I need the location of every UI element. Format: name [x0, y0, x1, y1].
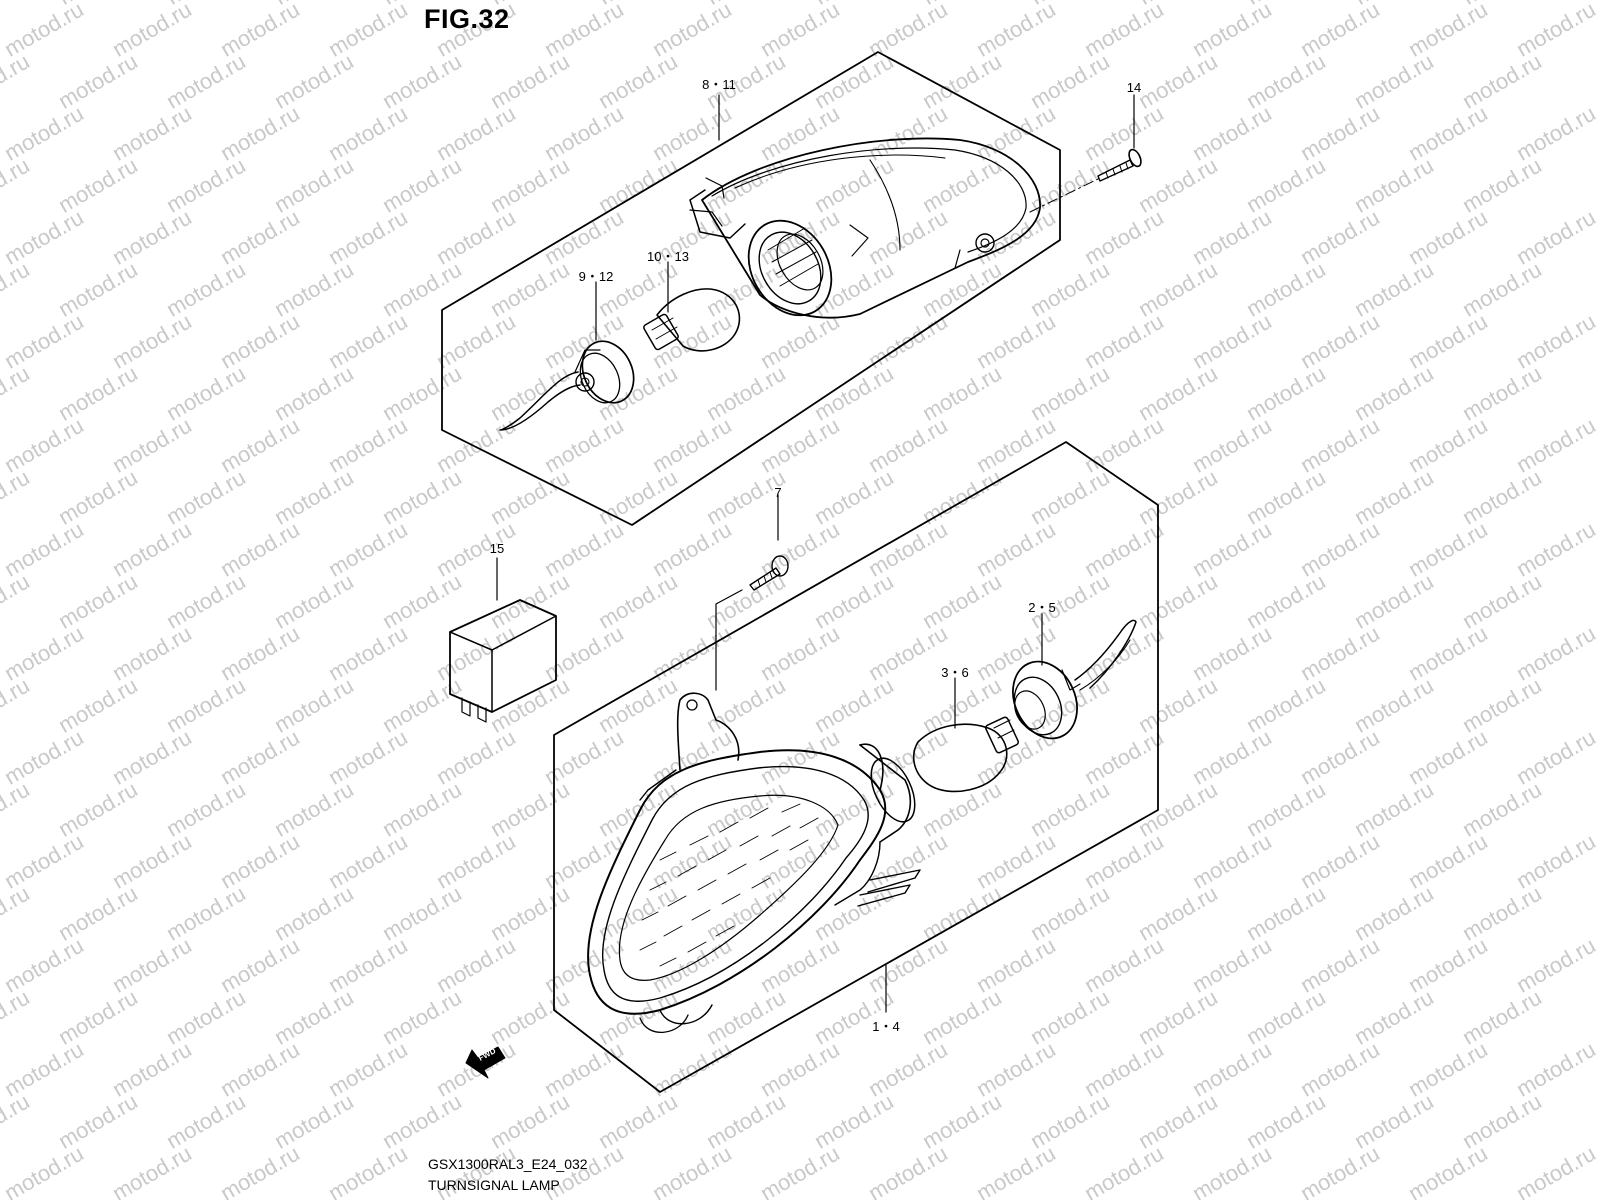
- callout-9-12: 9・12: [578, 269, 614, 284]
- upper-socket-9-12: [500, 333, 643, 430]
- callout-1-4: 1・4: [872, 1019, 900, 1034]
- relay-15: [450, 600, 556, 722]
- screw-7: [750, 556, 788, 590]
- figure-title: FIG.32: [424, 4, 510, 34]
- screw-14: [1098, 148, 1143, 181]
- upper-assembly-frame: [442, 52, 1060, 525]
- fwd-arrow-icon: [466, 1047, 505, 1078]
- diagram-code: GSX1300RAL3_E24_032: [428, 1156, 588, 1172]
- lower-socket-2-5: [1001, 620, 1136, 749]
- callout-8-11: 8・11: [702, 77, 736, 92]
- leader-7-to-bracket: [716, 590, 742, 690]
- callout-7: 7: [774, 485, 782, 500]
- screw-axis-line: [1030, 178, 1100, 212]
- diagram-caption: TURNSIGNAL LAMP: [428, 1177, 560, 1193]
- upper-lamp-housing: [690, 138, 1040, 330]
- callout-15: 15: [489, 541, 505, 556]
- lower-assembly-frame: [554, 442, 1158, 1092]
- lower-lamp-housing: [588, 693, 924, 1032]
- lower-bulb-3-6: [914, 716, 1020, 791]
- callout-3-6: 3・6: [941, 665, 969, 680]
- upper-bulb-10-13: [643, 289, 740, 351]
- callout-10-13: 10・13: [647, 249, 689, 264]
- callout-2-5: 2・5: [1028, 600, 1056, 615]
- callout-14: 14: [1126, 80, 1142, 95]
